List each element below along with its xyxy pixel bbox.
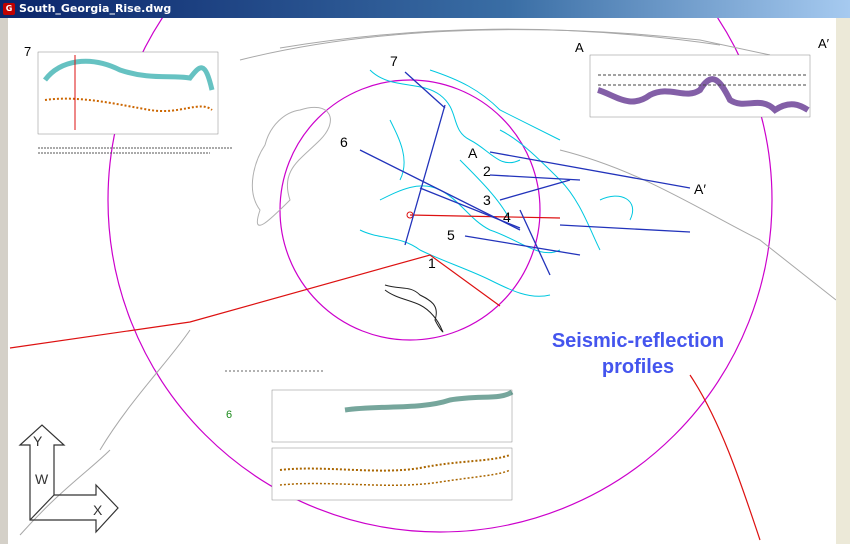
profile-label-7: 7 [390, 53, 398, 69]
window-title: South_Georgia_Rise.dwg [19, 2, 172, 15]
ucs-x-label: X [93, 502, 103, 518]
gray-contour-2 [279, 28, 721, 49]
gray-contour-4 [99, 329, 191, 451]
inset-A-right-label: A′ [818, 36, 830, 51]
inset-profile-A: A A′ [575, 36, 830, 118]
profile-label-1: 1 [428, 255, 436, 271]
seismic-profile-lines [359, 71, 691, 276]
seismic-reflection-annotation: Seismic-reflection profiles [528, 328, 748, 380]
vertical-scrollbar[interactable] [835, 18, 850, 544]
inset-profile-6: 6 [225, 370, 514, 501]
drawing-canvas[interactable]: 7 6 A 2 3 4 5 A′ 1 7 A A′ 6 Y W [8, 0, 837, 544]
map-drawing: 7 6 A 2 3 4 5 A′ 1 7 A A′ 6 Y W [9, 0, 837, 541]
inset-7-label: 7 [24, 44, 31, 59]
profile-label-4: 4 [503, 209, 511, 225]
inset-profile-7: 7 [24, 44, 232, 154]
gray-contour-3 [559, 149, 837, 301]
gray-contour-1 [239, 29, 771, 61]
ucs-y-label: Y [33, 433, 43, 449]
cyan-coastlines [359, 69, 634, 297]
coastline-black [384, 284, 444, 333]
annotation-line-1: Seismic-reflection [551, 330, 725, 352]
profile-label-A-prime: A′ [694, 181, 706, 197]
outer-circle [107, 0, 773, 533]
autocad-app-icon[interactable]: G [3, 3, 15, 15]
ucs-icon [18, 424, 119, 534]
annotation-line-2: profiles [601, 356, 675, 378]
profile-label-5: 5 [447, 227, 455, 243]
window-left-border [0, 18, 8, 544]
red-line-right [689, 374, 761, 541]
window-titlebar[interactable]: G South_Georgia_Rise.dwg [0, 0, 850, 18]
red-boundary-line [9, 254, 501, 349]
ucs-w-label: W [35, 471, 49, 487]
red-profile-line [409, 214, 561, 219]
profile-label-A: A [468, 145, 478, 161]
profile-label-6: 6 [340, 134, 348, 150]
profile-label-3: 3 [483, 192, 491, 208]
inset-6-label: 6 [226, 409, 232, 421]
inset-A-left-label: A [575, 40, 584, 55]
island-outline [251, 106, 331, 226]
profile-label-2: 2 [483, 163, 491, 179]
gray-contour-5 [19, 449, 111, 536]
